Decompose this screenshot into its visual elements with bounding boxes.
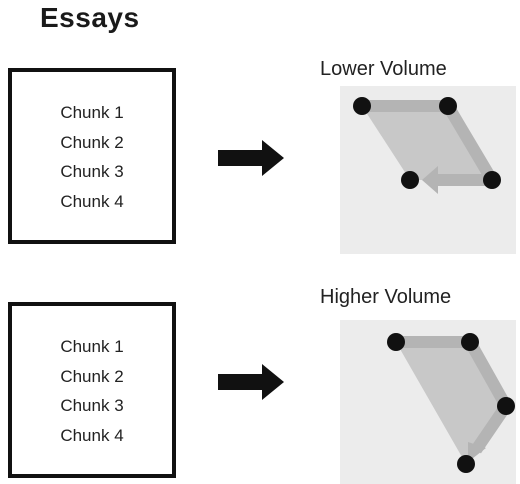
chunk-point — [457, 455, 475, 473]
right-arrow-icon — [218, 140, 284, 176]
right-arrow-icon — [218, 364, 284, 400]
essay-box-bottom: Chunk 1 Chunk 2 Chunk 3 Chunk 4 — [8, 302, 176, 478]
chunk-list: Chunk 1 Chunk 2 Chunk 3 Chunk 4 — [12, 332, 172, 450]
chunk-item: Chunk 4 — [60, 191, 124, 211]
volume-label-lower: Lower Volume — [320, 58, 447, 80]
page-title: Essays — [40, 2, 140, 33]
trajectory-arrowhead — [468, 442, 486, 462]
trajectory-path — [396, 336, 512, 454]
chunk-point — [439, 97, 457, 115]
trajectory-arrowhead — [422, 166, 438, 194]
volume-region — [396, 342, 506, 464]
chunk-item: Chunk 2 — [60, 132, 124, 152]
volume-label-higher: Higher Volume — [320, 286, 452, 308]
essay-box-top: Chunk 1 Chunk 2 Chunk 3 Chunk 4 — [8, 68, 176, 244]
chunk-item: Chunk 3 — [60, 162, 124, 181]
chunk-item: Chunk 4 — [60, 425, 124, 445]
chunk-point — [497, 397, 515, 415]
higher-volume-diagram — [340, 320, 516, 484]
lower-volume-diagram — [340, 86, 516, 254]
chunk-item: Chunk 2 — [60, 366, 124, 386]
chunk-item: Chunk 1 — [60, 337, 124, 356]
chunk-point — [483, 171, 501, 189]
volume-region — [362, 106, 492, 180]
chunk-list: Chunk 1 Chunk 2 Chunk 3 Chunk 4 — [12, 98, 172, 216]
chunk-item: Chunk 3 — [60, 396, 124, 415]
chunk-point — [353, 97, 371, 115]
trajectory-path — [362, 100, 498, 186]
chunk-point — [461, 333, 479, 351]
chunk-item: Chunk 1 — [60, 103, 124, 122]
chunk-point — [387, 333, 405, 351]
chunk-point — [401, 171, 419, 189]
